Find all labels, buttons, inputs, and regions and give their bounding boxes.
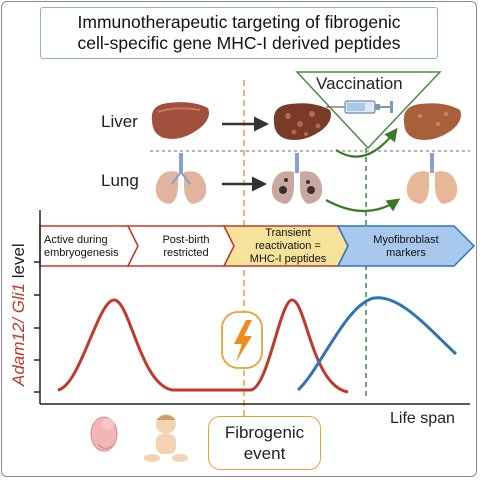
stage-3-line-2: reactivation =: [255, 240, 321, 252]
stage-1-line-2: embryogenesis: [44, 247, 119, 259]
stage-2-label: Post-birth restricted: [146, 234, 226, 260]
liver-recovery-arrow: [335, 127, 398, 158]
stage-3-line-3: MHC-I peptides: [249, 253, 327, 265]
y-axis-label: Adam12/ Gli1 level: [9, 243, 28, 387]
healthy-lung-icon: [155, 153, 207, 204]
stage-3-label: Transient reactivation = MHC-I peptides: [238, 227, 338, 266]
stage-2-line-1: Post-birth: [162, 234, 210, 246]
recovered-lung-icon: [406, 153, 458, 204]
embryo-icon: [90, 416, 118, 452]
stage-1-line-1: Active during: [44, 234, 108, 246]
stage-1-label: Active during embryogenesis: [44, 234, 132, 260]
title-line-2: cell-specific gene MHC-I derived peptide…: [77, 33, 401, 53]
recovered-liver-icon: [403, 103, 461, 140]
fibrogenic-event-line-2: event: [243, 444, 286, 463]
fibrotic-lung-icon: [271, 153, 323, 204]
lung-recovery-arrow: [325, 198, 401, 212]
lightning-icon: [221, 311, 263, 369]
fibrogenic-event-box: Fibrogenic event: [208, 416, 321, 470]
title-line-1: Immunotherapeutic targeting of fibrogeni…: [77, 12, 401, 32]
stage-4-line-1: Myofibroblast: [373, 234, 439, 246]
blue-expression-curve: [296, 296, 458, 392]
syringe-icon: [326, 100, 393, 114]
stage-2-line-2: restricted: [163, 247, 209, 259]
stage-4-label: Myofibroblast markers: [356, 234, 456, 260]
red-expression-curve: [57, 298, 349, 394]
liver-label: Liver: [101, 112, 138, 131]
baby-icon: [144, 414, 188, 462]
fibrogenic-event-line-1: Fibrogenic: [224, 423, 305, 442]
y-axis-ticks: [34, 261, 40, 393]
healthy-liver-icon: [151, 102, 209, 139]
title-box: Immunotherapeutic targeting of fibrogeni…: [40, 7, 438, 59]
stage-3-line-1: Transient: [265, 227, 311, 239]
stage-4-line-2: markers: [386, 247, 426, 259]
stage-arrow-4: [336, 225, 476, 267]
vaccination-label: Vaccination: [316, 74, 403, 93]
x-axis-label: Life span: [390, 410, 455, 427]
lung-label: Lung: [101, 171, 139, 190]
fibrotic-liver-icon: [273, 103, 331, 140]
